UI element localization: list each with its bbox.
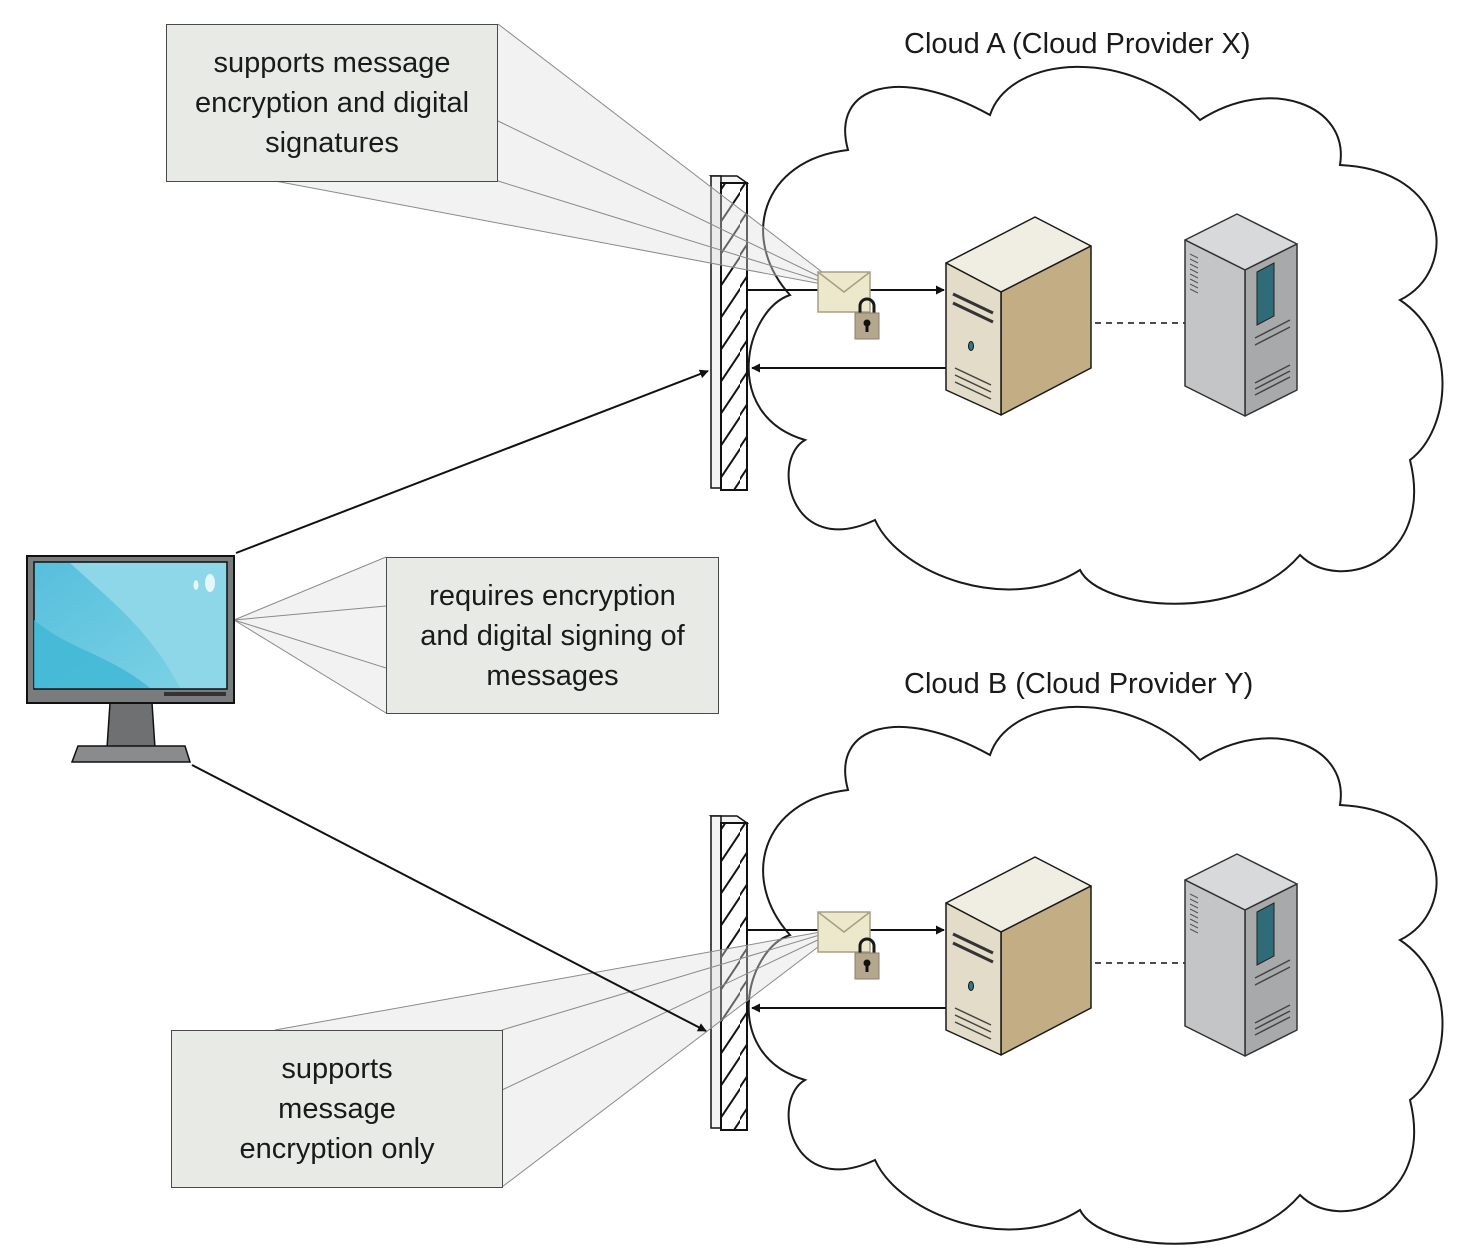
callout-beam-client: [233, 556, 387, 714]
cloud-b-title: Cloud B (Cloud Provider Y): [904, 668, 1254, 700]
server-tower-icon: [1184, 213, 1298, 417]
cloud-a-title: Cloud A (Cloud Provider X): [904, 28, 1251, 60]
callout-client-requirement: requires encryption and digital signing …: [386, 557, 719, 714]
cloud-a: [747, 65, 1444, 605]
callout-cloud-a-capabilities: supports message encryption and digital …: [166, 24, 498, 182]
cloud-a-connections: [747, 285, 1185, 373]
desktop-monitor-icon: [26, 555, 235, 763]
client-connections: [191, 369, 709, 1032]
cloud-b: [747, 705, 1444, 1245]
cloud-b-connections: [747, 925, 1185, 1013]
callout-cloud-b-capabilities: supports message encryption only: [171, 1030, 503, 1188]
server-tower-icon: [1184, 853, 1298, 1057]
